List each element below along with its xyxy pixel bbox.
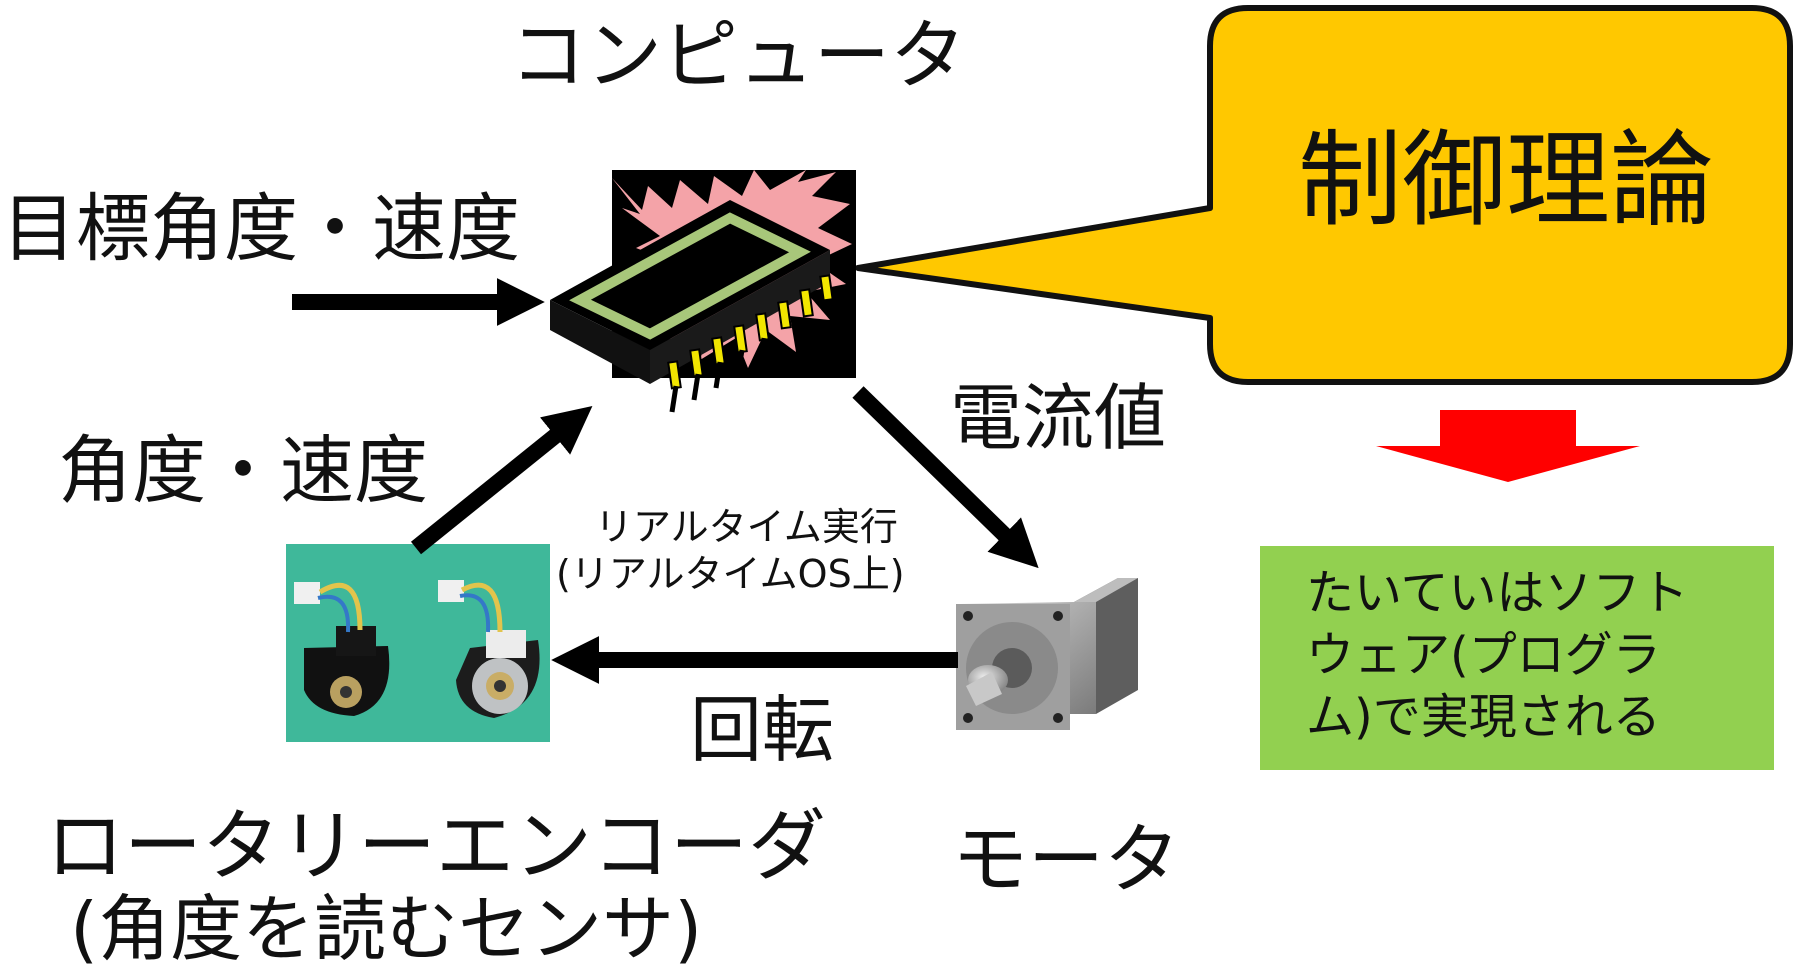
- rotary-encoder-photo: [286, 544, 550, 742]
- note-line: ウェア(プログラ: [1306, 627, 1661, 683]
- note-line: ム)で実現される: [1306, 689, 1661, 745]
- feedback-arrow: [410, 405, 593, 555]
- rotation-label: 回転: [690, 688, 835, 772]
- current-label: 電流値: [950, 376, 1167, 460]
- feedback-label: 角度・速度: [58, 428, 428, 514]
- motor-icon: [956, 578, 1138, 730]
- control-theory-callout: [855, 5, 1793, 385]
- encoder-label-line2: (角度を読むセンサ): [70, 887, 703, 969]
- realtime-label-line1: リアルタイム実行: [595, 505, 898, 549]
- ic-chip-icon: [550, 170, 856, 413]
- software-note-box: たいていはソフト ウェア(プログラ ム)で実現される: [1260, 546, 1774, 770]
- encoder-label-line1: ロータリーエンコーダ: [46, 802, 827, 892]
- note-line: たいていはソフト: [1306, 565, 1689, 621]
- motor-label: モータ: [952, 815, 1180, 904]
- current-arrow: [852, 386, 1039, 569]
- down-arrow-icon: [1376, 410, 1640, 482]
- flow-arrows: [292, 278, 1039, 684]
- target-label: 目標角度・速度: [2, 186, 520, 272]
- computer-title: コンピュータ: [510, 11, 966, 100]
- realtime-label-line2: (リアルタイムOS上): [556, 552, 905, 596]
- callout-text: 制御理論: [1298, 119, 1715, 241]
